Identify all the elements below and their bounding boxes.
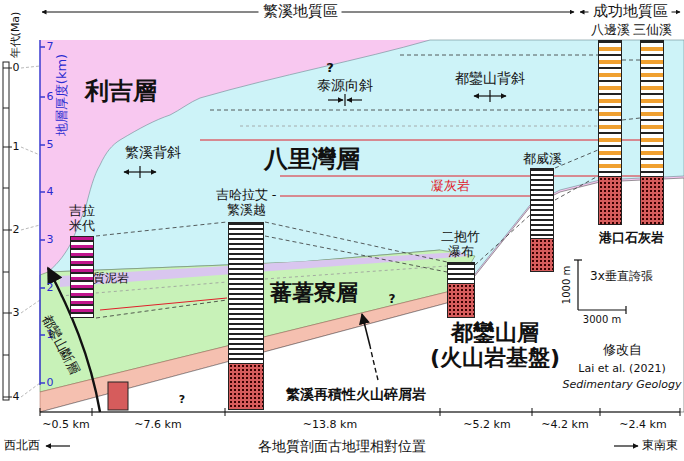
fold-name: 繁溪背斜	[125, 144, 181, 160]
fold-name: 泰源向斜	[317, 77, 373, 93]
thickness-axis	[40, 40, 45, 385]
scale-note: 3x垂直誇張	[590, 270, 634, 284]
depth-tick: 0	[47, 377, 54, 390]
distance: ~0.5 km	[42, 419, 89, 432]
strat-column: 八邊溪	[590, 23, 631, 225]
region-heading: 成功地質區	[589, 3, 672, 20]
fold-symbols	[124, 90, 506, 178]
depth-tick: 5	[47, 139, 54, 152]
basement-region	[40, 178, 684, 412]
direction: 東南東	[642, 439, 678, 453]
column-log	[598, 40, 622, 225]
age-scale	[3, 62, 40, 400]
age-tick: 3	[13, 307, 20, 320]
unknown-mark: ?	[326, 61, 334, 76]
correlation-lines	[96, 55, 640, 318]
column-name: 吉拉米代	[68, 204, 95, 234]
axis-title: 年代(Ma)	[10, 12, 23, 59]
small-column	[108, 382, 128, 410]
column-name: 八邊溪	[590, 23, 631, 38]
unknown-mark: ?	[179, 394, 185, 407]
source-note: 修改自	[603, 343, 642, 358]
scale-bar	[574, 260, 626, 314]
distance: ~2.4 km	[619, 419, 666, 432]
strat-column: 三仙溪	[632, 23, 673, 225]
distance: ~5.2 km	[463, 419, 510, 432]
basement-log	[531, 238, 553, 271]
caption: 各地質剖面古地理相對位置	[258, 438, 426, 454]
strat-column: 吉哈拉艾 -繁溪越	[213, 188, 280, 410]
column-name: 都威溪	[522, 152, 563, 167]
basement-log	[599, 176, 621, 224]
formation-name: 繁溪再積性火山碎屑岩	[286, 386, 426, 402]
unknown-mark: ?	[389, 293, 396, 307]
age-tick: 0	[13, 62, 20, 75]
bedding-lines	[60, 126, 598, 296]
column-log	[447, 262, 475, 318]
strat-column: 吉拉米代	[67, 204, 97, 318]
formation-name: 港口石灰岩	[599, 231, 664, 246]
formation-name: 利吉層	[85, 78, 157, 106]
column-log	[228, 222, 264, 410]
formation-name: 八里灣層	[264, 146, 360, 174]
strat-column: 二抱竹瀑布	[440, 230, 483, 318]
column-name: 吉哈拉艾 -繁溪越	[214, 188, 279, 218]
arrow	[362, 314, 370, 346]
dashed-arrow	[370, 346, 378, 380]
region-heading: 繁溪地質區	[259, 3, 342, 20]
age-tick: 1	[13, 141, 20, 154]
column-log	[530, 168, 554, 272]
fold-name: 都鑾山背斜	[455, 70, 525, 86]
distance-bar	[40, 408, 680, 416]
tuff-lines	[100, 140, 640, 310]
liji-region	[40, 40, 684, 412]
column-name: 三仙溪	[632, 23, 673, 38]
distance: ~13.8 km	[303, 419, 357, 432]
depth-tick: 6	[47, 91, 54, 104]
basement-log	[641, 176, 663, 224]
depth-tick: 3	[47, 234, 54, 247]
direction: 西北西	[4, 439, 40, 453]
axis-title: 地層厚度(km)	[55, 54, 70, 136]
strat-column: 都威溪	[522, 152, 563, 272]
basement-log	[448, 283, 474, 317]
source-note: Sedimentary Geology	[562, 379, 681, 392]
mudstone-band	[60, 252, 470, 287]
distance: ~4.2 km	[541, 419, 588, 432]
basement-log	[229, 363, 263, 409]
distance: ~7.6 km	[134, 419, 181, 432]
age-tick: 4	[13, 391, 20, 404]
bed-label: 凝灰岩	[431, 179, 470, 194]
scale-value: 3000 m	[583, 314, 621, 326]
depth-tick: 2	[47, 282, 54, 295]
scale-value: 1000 m	[561, 266, 573, 304]
column-name: 二抱竹瀑布	[441, 230, 481, 260]
formation-name: 蕃薯寮層	[270, 280, 358, 305]
formation-name: 都鑾山層 (火山岩基盤)	[420, 320, 570, 371]
source-note: Lai et al. (2021)	[578, 363, 665, 376]
age-tick: 2	[13, 224, 20, 237]
depth-tick: 4	[47, 186, 54, 199]
column-log	[640, 40, 664, 225]
region-arrows	[42, 12, 680, 13]
column-log	[70, 236, 94, 318]
depth-tick: 7	[47, 41, 54, 54]
